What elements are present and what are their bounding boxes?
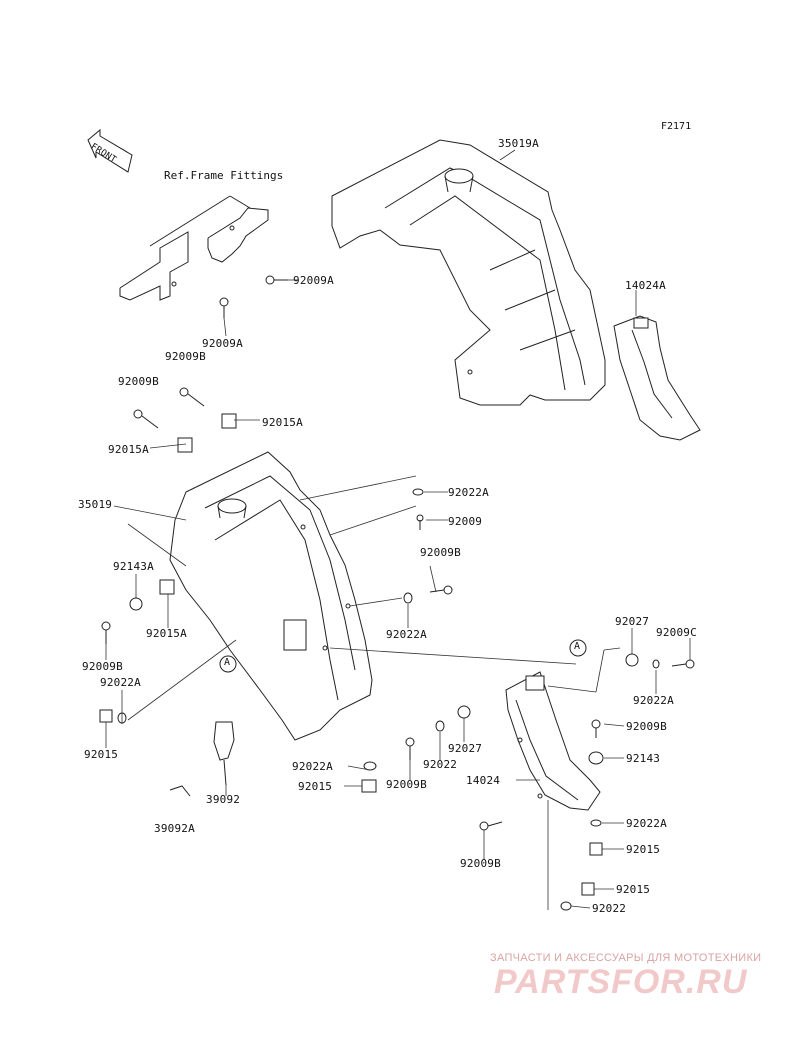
callout-92009b-2: 92009B [118,375,159,388]
ref-a-2: A [574,641,581,652]
watermark-logo: PARTSFOR.RU [494,963,748,1001]
ref-frame-fittings: Ref.Frame Fittings [164,169,284,182]
callout-92009-1: 92009 [448,515,483,528]
callout-92015a-2: 92015A [108,443,149,456]
callout-92015-4: 92015 [616,883,651,896]
nuts-and-washers [99,413,660,911]
callout-14024: 14024 [466,774,501,787]
callout-92022-1: 92022 [423,758,458,771]
frame-fittings-brackets [119,195,269,301]
callout-92022a-6: 92022A [292,760,333,773]
callout-92022-2: 92022 [592,902,627,915]
callout-92022a-3: 92022A [100,676,141,689]
clip-39092 [213,721,235,786]
callout-92027-2: 92027 [448,742,483,755]
callout-92009b-3: 92009B [420,546,461,559]
watermark-subtitle: ЗАПЧАСТИ И АКСЕССУАРЫ ДЛЯ МОТОТЕХНИКИ [490,952,762,964]
callout-92009c: 92009C [656,626,697,639]
callout-92022a-4: 92022A [633,694,674,707]
callout-92143: 92143 [626,752,661,765]
callout-92027-1: 92027 [615,615,650,628]
pin-39092a [169,785,191,797]
callout-92015a-1: 92015A [262,416,303,429]
callout-14024a: 14024A [625,279,666,292]
mudguard-14024a [613,315,701,441]
callout-92009b-1: 92009B [165,350,206,363]
callout-92009b-4: 92009B [82,660,123,673]
callout-39092a: 39092A [154,822,195,835]
callout-35019: 35019 [78,498,113,511]
callout-92009b-6: 92009B [460,857,501,870]
callout-92022a-5: 92022A [626,817,667,830]
callout-92015-3: 92015 [298,780,333,793]
callout-39092: 39092 [206,793,241,806]
callout-92022a-1: 92022A [448,486,489,499]
bolts [101,275,695,831]
callout-92015-1: 92015 [84,748,119,761]
mudflap-14024 [505,671,601,811]
callout-92009a-2: 92009A [202,337,243,350]
callout-92009a-1: 92009A [293,274,334,287]
rear-fender-35019a [331,139,606,406]
leader-lines [105,149,691,910]
ref-a-1: A [224,657,231,668]
callout-92015a-3: 92015A [146,627,187,640]
callout-35019a: 35019A [498,137,539,150]
front-fender-35019 [169,451,373,741]
callout-92022a-2: 92022A [386,628,427,641]
reference-circles [219,639,587,673]
callout-92009b-5: 92009B [626,720,667,733]
callout-92009b-7: 92009B [386,778,427,791]
callout-92015-2: 92015 [626,843,661,856]
front-arrow [87,128,133,173]
figure-code: F2171 [661,121,692,132]
callout-92143a: 92143A [113,560,154,573]
